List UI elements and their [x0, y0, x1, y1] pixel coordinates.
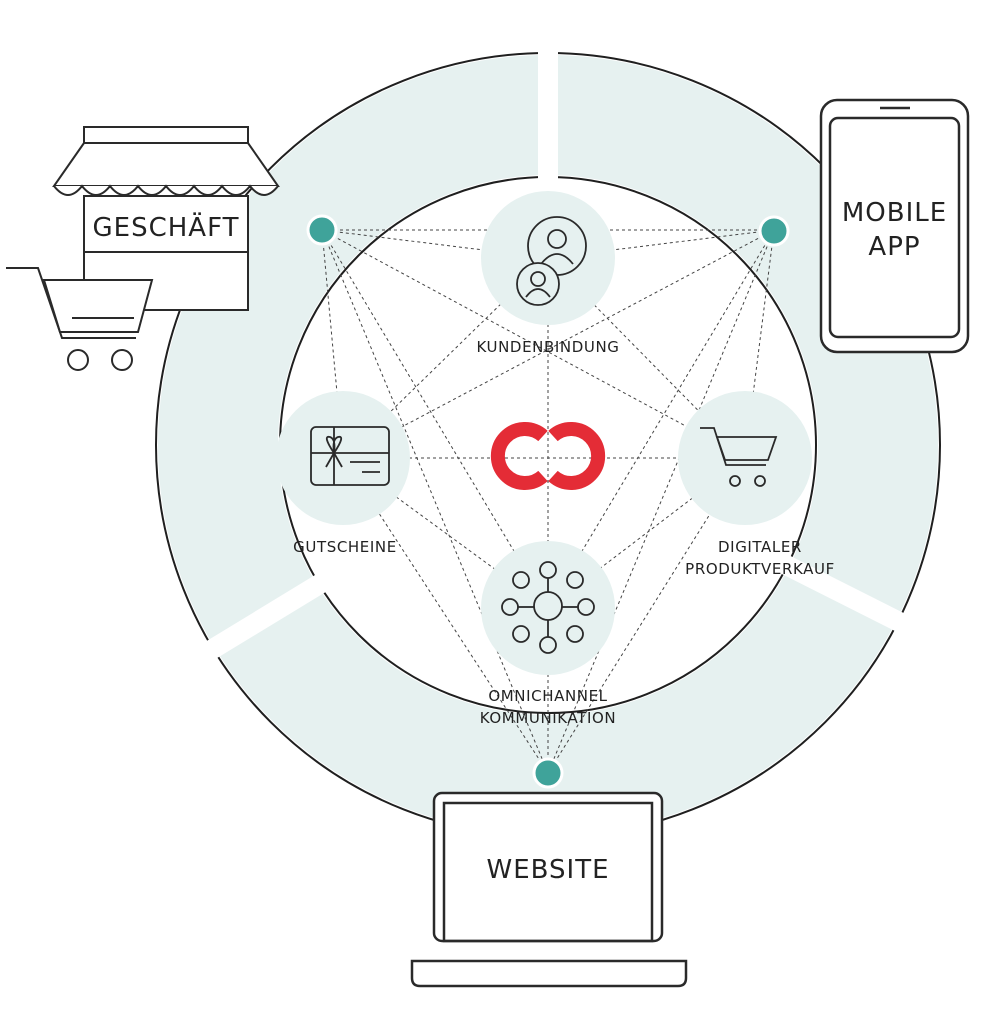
users-icon	[516, 216, 587, 306]
loyalty-label: KUNDENBINDUNG	[476, 338, 620, 356]
store-dot	[306, 214, 338, 246]
smartphone-icon	[819, 98, 970, 354]
store-label: GESCHÄFT	[92, 213, 240, 243]
network-hub-icon	[501, 561, 595, 654]
comms-label-line2: KOMMUNIKATION	[479, 709, 617, 727]
app-dot	[758, 215, 790, 247]
channel-dots	[306, 214, 790, 789]
sales-node	[678, 391, 812, 525]
comms-label: OMNICHANNEL KOMMUNIKATION	[448, 685, 648, 729]
sales-label-line2: PRODUKTVERKAUF	[685, 560, 835, 578]
app-label: MOBILE APP	[830, 196, 959, 264]
store-cart-icon	[6, 267, 154, 371]
gift-card-icon	[310, 426, 390, 486]
laptop-icon	[410, 791, 688, 988]
comms-label-line1: OMNICHANNEL	[488, 687, 608, 705]
comms-node	[481, 541, 615, 675]
app-label-line2: APP	[868, 232, 921, 262]
infinity-logo-icon	[490, 422, 606, 490]
vouchers-node	[276, 391, 410, 525]
storefront-icon	[52, 126, 280, 311]
shopping-cart-icon	[700, 427, 778, 487]
app-label-line1: MOBILE	[841, 198, 948, 228]
web-dot	[532, 757, 564, 789]
sales-label: DIGITALER PRODUKTVERKAUF	[670, 536, 850, 580]
web-label: WEBSITE	[486, 855, 610, 885]
vouchers-label: GUTSCHEINE	[293, 538, 397, 556]
sales-label-line1: DIGITALER	[718, 538, 802, 556]
